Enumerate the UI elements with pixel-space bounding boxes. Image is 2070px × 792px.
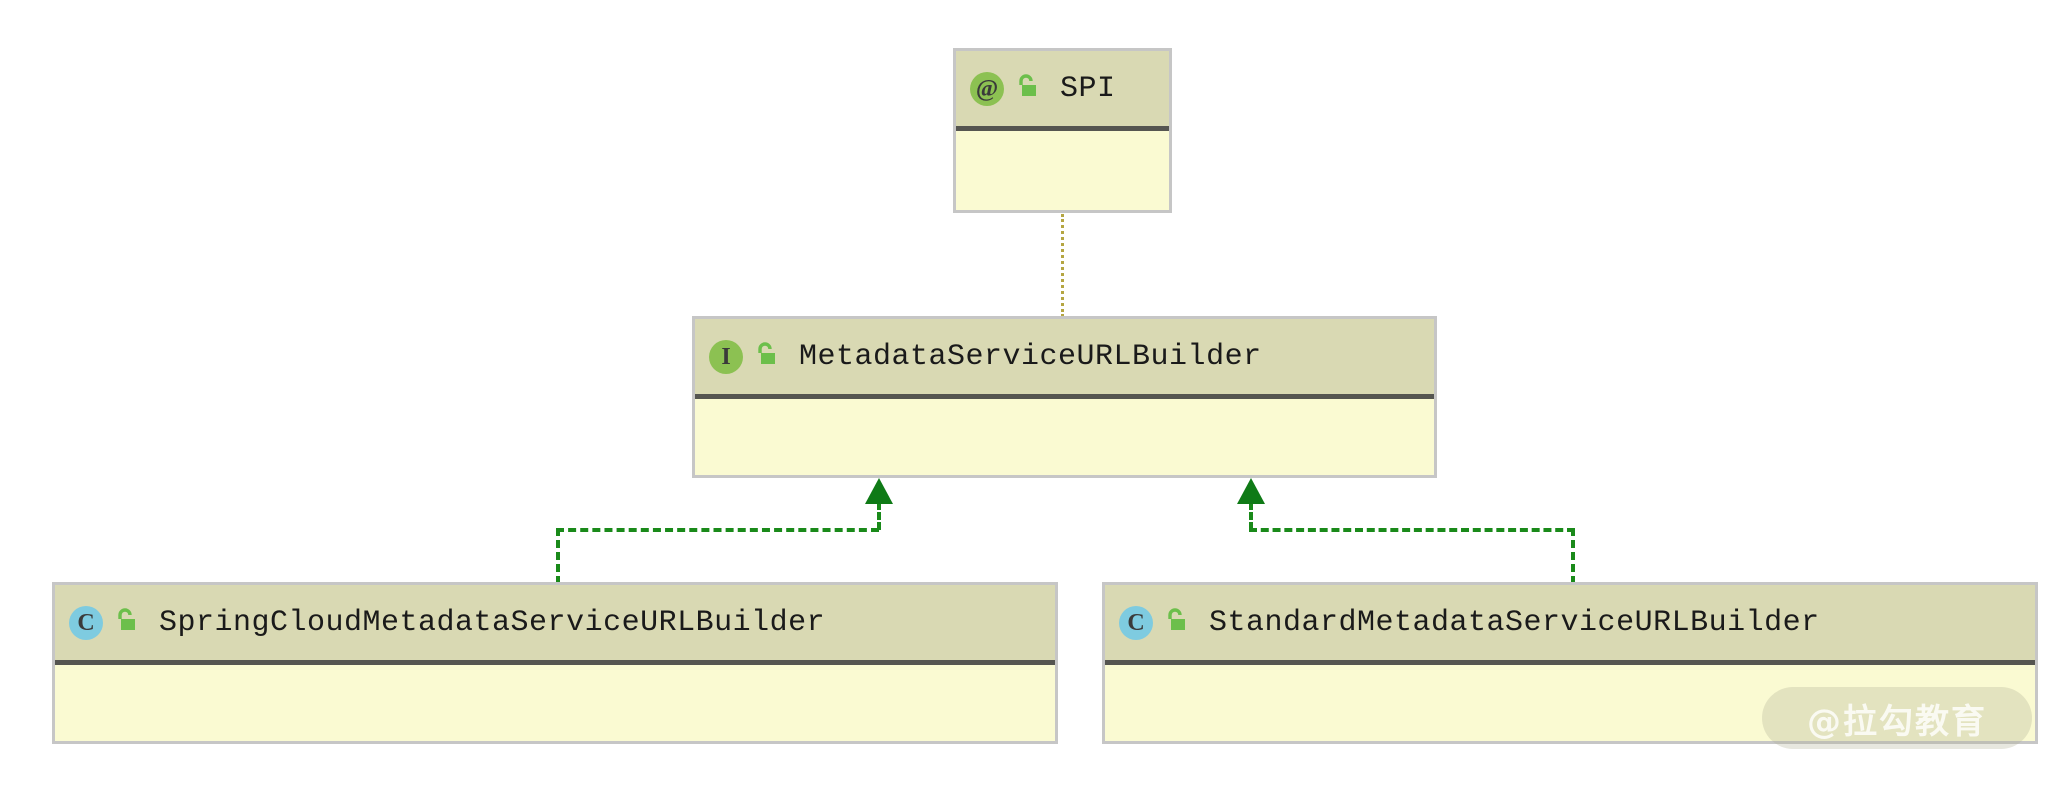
connector-standard-implements-horizontal [1249, 528, 1575, 532]
connector-standard-implements-drop [1571, 528, 1575, 584]
open-padlock-icon [1014, 73, 1038, 104]
annotation-icon: @ [970, 71, 1004, 106]
uml-node-spi[interactable]: @ SPI [953, 48, 1172, 213]
uml-node-metadata-service-url-builder[interactable]: I MetadataServiceURLBuilder [692, 316, 1437, 478]
class-icon: C [1119, 605, 1153, 640]
open-padlock-icon [113, 607, 137, 638]
uml-node-spring-cloud-metadata-service-url-builder-members [55, 665, 1055, 736]
connector-spi-annotates-interface [1061, 214, 1064, 317]
uml-node-spi-header: @ SPI [956, 51, 1169, 131]
uml-node-spring-cloud-metadata-service-url-builder[interactable]: C SpringCloudMetadataServiceURLBuilder [52, 582, 1058, 744]
connector-standard-implements-rise [1249, 502, 1253, 530]
open-padlock-icon [753, 341, 777, 372]
uml-node-standard-metadata-service-url-builder-header: C StandardMetadataServiceURLBuilder [1105, 585, 2035, 665]
open-padlock-icon [1163, 607, 1187, 638]
uml-node-metadata-service-url-builder-members [695, 399, 1434, 470]
uml-node-standard-metadata-service-url-builder-members [1105, 665, 2035, 736]
uml-node-spring-cloud-metadata-service-url-builder-title: SpringCloudMetadataServiceURLBuilder [159, 605, 826, 640]
class-icon: C [69, 605, 103, 640]
uml-node-standard-metadata-service-url-builder[interactable]: C StandardMetadataServiceURLBuilder [1102, 582, 2038, 744]
arrowhead-standard-implements [1237, 478, 1265, 504]
uml-node-spring-cloud-metadata-service-url-builder-header: C SpringCloudMetadataServiceURLBuilder [55, 585, 1055, 665]
uml-node-metadata-service-url-builder-title: MetadataServiceURLBuilder [799, 339, 1262, 374]
connector-spring-cloud-implements-horizontal [556, 528, 879, 532]
connector-spring-cloud-implements-rise [877, 502, 881, 530]
uml-node-spi-members [956, 131, 1169, 205]
uml-node-standard-metadata-service-url-builder-title: StandardMetadataServiceURLBuilder [1209, 605, 1820, 640]
interface-icon: I [709, 339, 743, 374]
uml-node-spi-title: SPI [1060, 71, 1116, 106]
arrowhead-spring-cloud-implements [865, 478, 893, 504]
connector-spring-cloud-implements-drop [556, 528, 560, 584]
uml-node-metadata-service-url-builder-header: I MetadataServiceURLBuilder [695, 319, 1434, 399]
